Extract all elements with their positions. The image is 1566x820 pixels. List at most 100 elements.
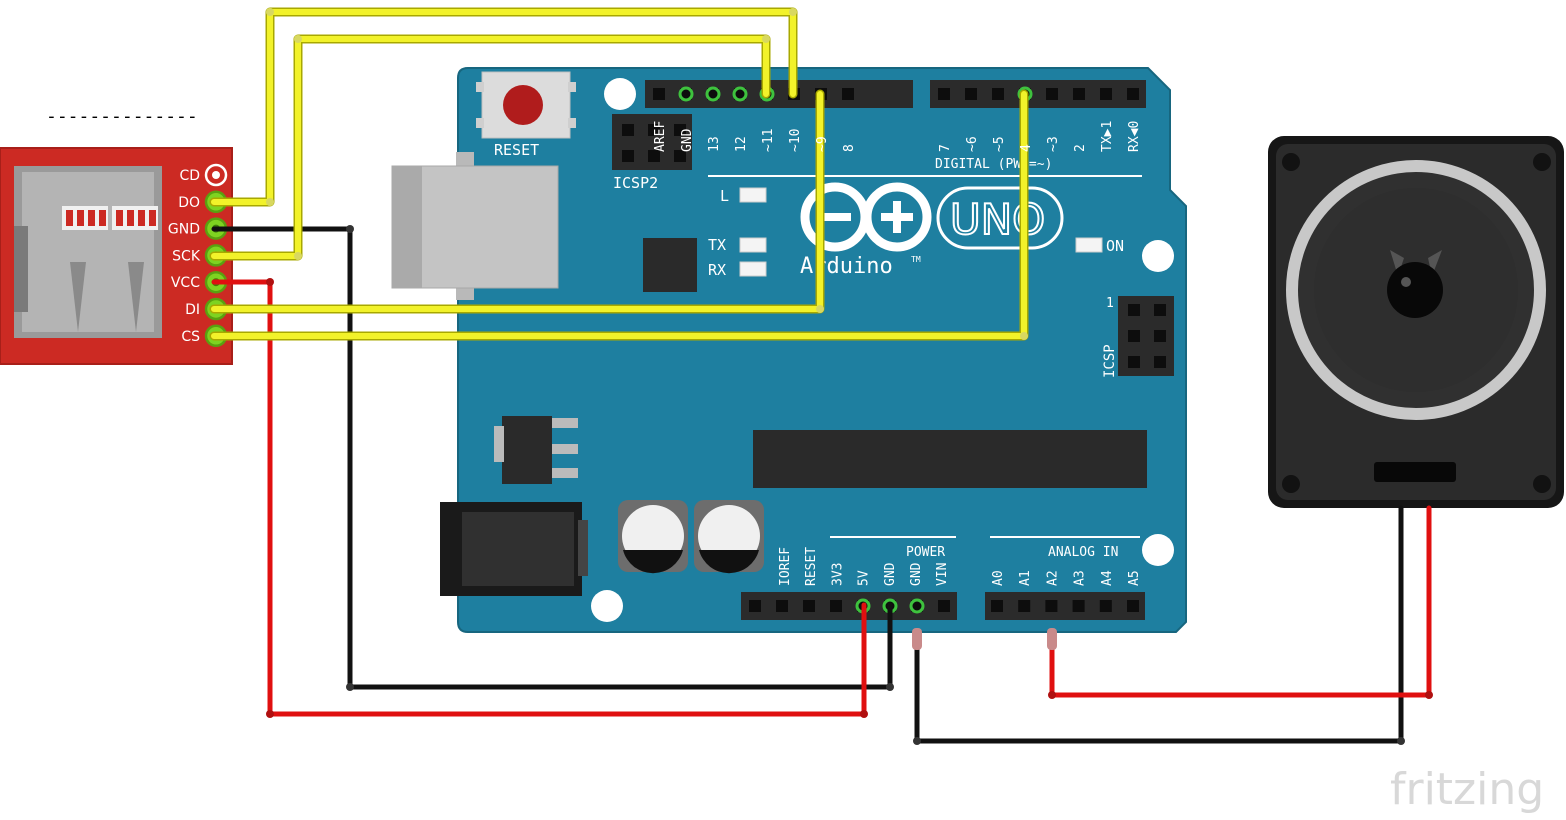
- icsp2-pin: [648, 150, 660, 162]
- header-pin: [938, 600, 950, 612]
- micro-sd-slot: [14, 166, 162, 338]
- analog-pin-label: A0: [991, 570, 1006, 586]
- mounting-hole: [1142, 534, 1174, 566]
- digital-pin-label: ~10: [788, 129, 803, 152]
- header-pin: [938, 88, 950, 100]
- icsp-pin1-label: 1: [1106, 296, 1114, 311]
- power-pin-label: 3V3: [830, 563, 845, 586]
- icsp2-pin: [674, 124, 686, 136]
- mounting-hole: [604, 78, 636, 110]
- analog-pin-label: A3: [1073, 570, 1088, 586]
- led-l-label: L: [720, 187, 729, 205]
- mounting-hole: [591, 590, 623, 622]
- icsp2-label: ICSP2: [613, 174, 658, 192]
- analog-header: [985, 592, 1145, 620]
- digital-label: DIGITAL (PWM=~): [935, 157, 1052, 172]
- led-on-label: ON: [1106, 237, 1124, 255]
- header-pin: [1127, 600, 1139, 612]
- digital-pin-label: 12: [734, 136, 749, 152]
- digital-pin-label: ~9: [815, 136, 830, 152]
- led-rx: [739, 261, 767, 277]
- digital-pin-label: 2: [1073, 144, 1088, 152]
- usb-chip: [643, 238, 697, 292]
- digital-pin-label: RX◀0: [1127, 121, 1142, 152]
- sd-pin-label: VCC: [171, 275, 200, 291]
- digital-pin-label: ~11: [761, 129, 776, 152]
- header-pin: [707, 88, 719, 100]
- header-pin: [1018, 600, 1031, 612]
- digital-pin-label: 13: [707, 136, 722, 152]
- digital-pin-label: 7: [938, 144, 953, 152]
- header-pin: [776, 600, 788, 612]
- atmega328-chip: [753, 430, 1147, 488]
- analog-pin-label: A4: [1100, 570, 1115, 586]
- header-pin: [911, 600, 923, 612]
- analog-pin-label: A1: [1018, 570, 1033, 586]
- sd-pin-label: SCK: [172, 248, 201, 264]
- connected-pin-marker: [678, 86, 694, 102]
- sd-pin-label: DI: [185, 302, 200, 318]
- digital-header-right: [930, 80, 1146, 108]
- usb-connector: [391, 152, 559, 300]
- wire-a2-speaker: [1049, 505, 1432, 698]
- sd-pin-label: DO: [178, 195, 200, 211]
- fritzing-watermark: fritzing: [1390, 764, 1544, 815]
- analog-label: ANALOG IN: [1048, 545, 1118, 560]
- icsp-pin: [1154, 356, 1166, 368]
- power-header: [741, 592, 957, 620]
- reset-button: [476, 71, 576, 139]
- power-pin-label: IOREF: [778, 547, 793, 586]
- header-pin: [1099, 600, 1112, 612]
- connected-pin-marker: [732, 86, 748, 102]
- speaker-icon: [1268, 136, 1564, 508]
- header-pin: [680, 88, 692, 100]
- capacitor: [618, 500, 688, 574]
- header-pin: [1073, 88, 1085, 100]
- capacitor: [694, 500, 764, 574]
- header-dashes: --------------: [46, 106, 198, 127]
- analog-pin-label: A5: [1127, 570, 1142, 586]
- sd-pin-label: CD: [179, 168, 200, 184]
- icsp-header: [1118, 296, 1174, 376]
- icsp2-pin: [674, 150, 686, 162]
- header-pin: [749, 600, 761, 612]
- led-l: [739, 187, 767, 203]
- icsp-pin: [1128, 330, 1140, 342]
- icsp2-pin: [622, 124, 634, 136]
- led-tx: [739, 237, 767, 253]
- arduino-tm: TM: [911, 255, 921, 264]
- header-pin: [653, 88, 665, 100]
- digital-pin-label: TX▶1: [1100, 121, 1115, 152]
- voltage-regulator: [494, 416, 578, 484]
- header-pin: [992, 88, 1004, 100]
- digital-pin-label: ~5: [992, 136, 1007, 152]
- digital-pin-label: AREF: [653, 121, 668, 152]
- digital-pin-label: 8: [842, 144, 857, 152]
- led-tx-label: TX: [708, 236, 726, 254]
- header-pin: [1127, 88, 1139, 100]
- power-pin-label: RESET: [804, 547, 819, 586]
- header-pin: [842, 88, 854, 100]
- sd-card-module: CD DO GND SCK VCC DI CS: [0, 147, 233, 365]
- power-pin-label: VIN: [935, 563, 950, 586]
- icsp-pin: [1128, 304, 1140, 316]
- led-on: [1075, 237, 1103, 253]
- icsp2-pin: [622, 150, 634, 162]
- sd-pin-label: CS: [181, 329, 200, 345]
- icsp-pin: [1154, 330, 1166, 342]
- power-label: POWER: [906, 545, 945, 560]
- power-pin-label: GND: [909, 562, 924, 586]
- icsp2-pin: [648, 124, 660, 136]
- arduino-brand: Arduino: [800, 254, 893, 279]
- icsp2-header: [612, 114, 692, 170]
- header-pin: [1045, 600, 1058, 612]
- power-pin-label: GND: [883, 562, 898, 586]
- header-pin: [965, 88, 977, 100]
- sd-pin-hole: [212, 171, 220, 179]
- mounting-hole: [1142, 240, 1174, 272]
- icsp-pin: [1128, 356, 1140, 368]
- header-pin: [734, 88, 746, 100]
- sd-pin-label: GND: [168, 222, 200, 238]
- digital-pin-label: ~6: [965, 136, 980, 152]
